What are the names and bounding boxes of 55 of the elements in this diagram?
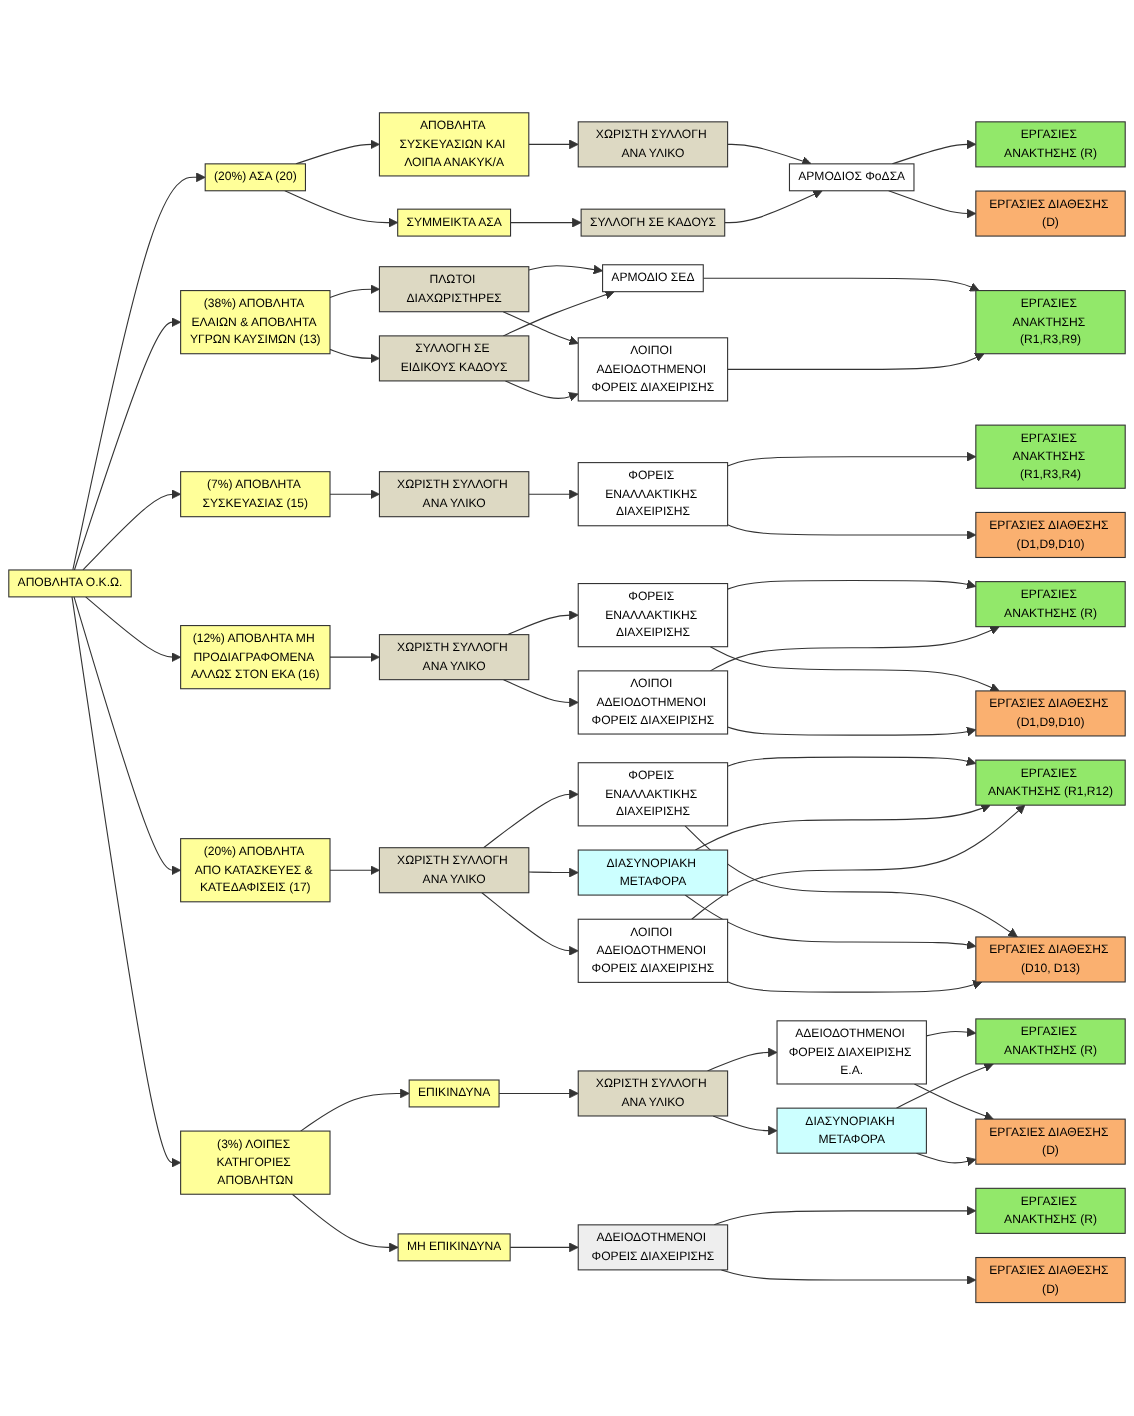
- arrow: [913, 1083, 994, 1121]
- arrow: [483, 789, 579, 849]
- arrow: [329, 284, 380, 299]
- arrow: [706, 1047, 778, 1072]
- arrow: [284, 190, 399, 228]
- arrow: [71, 596, 182, 1168]
- arrow: [73, 596, 182, 876]
- arrow: [724, 190, 823, 224]
- arrow: [510, 218, 582, 228]
- arrow: [727, 144, 812, 166]
- arrow: [720, 1269, 977, 1286]
- arrow: [528, 868, 579, 878]
- arrow: [709, 646, 1000, 693]
- arrow: [502, 679, 579, 708]
- arrow: [72, 172, 206, 571]
- arrow: [295, 139, 380, 165]
- arrow: [82, 489, 182, 571]
- arrow: [684, 894, 977, 950]
- arrow: [85, 596, 182, 663]
- arrow: [891, 139, 977, 165]
- arrow: [502, 290, 615, 337]
- arrow: [329, 652, 380, 663]
- arrow: [73, 317, 182, 571]
- arrow: [691, 805, 1026, 921]
- arrow: [727, 524, 977, 541]
- arrow: [329, 865, 380, 876]
- arrow: [502, 311, 579, 346]
- arrow: [329, 489, 380, 500]
- arrow: [498, 1088, 579, 1099]
- arrow: [702, 278, 980, 292]
- arrow: [727, 353, 985, 371]
- arrow: [509, 1242, 579, 1253]
- arrow: [925, 1027, 977, 1038]
- arrow: [291, 1194, 399, 1253]
- arrow: [329, 349, 380, 364]
- arrow: [915, 1152, 977, 1167]
- arrow: [528, 265, 603, 275]
- arrow: [709, 626, 1000, 672]
- arrow: [727, 980, 983, 993]
- arrow: [300, 1088, 410, 1132]
- arrow: [694, 804, 991, 851]
- arrow: [727, 452, 977, 467]
- arrow: [684, 825, 1018, 938]
- arrow: [727, 580, 977, 590]
- arrow: [895, 1062, 994, 1109]
- arrow: [888, 190, 977, 219]
- arrow: [506, 610, 579, 636]
- arrow: [528, 139, 579, 150]
- arrow: [712, 1115, 778, 1136]
- arrow: [713, 1206, 977, 1226]
- arrow: [528, 489, 579, 500]
- arrow: [481, 892, 579, 956]
- arrow: [727, 756, 977, 768]
- arrow: [727, 726, 977, 737]
- arrow: [504, 380, 579, 402]
